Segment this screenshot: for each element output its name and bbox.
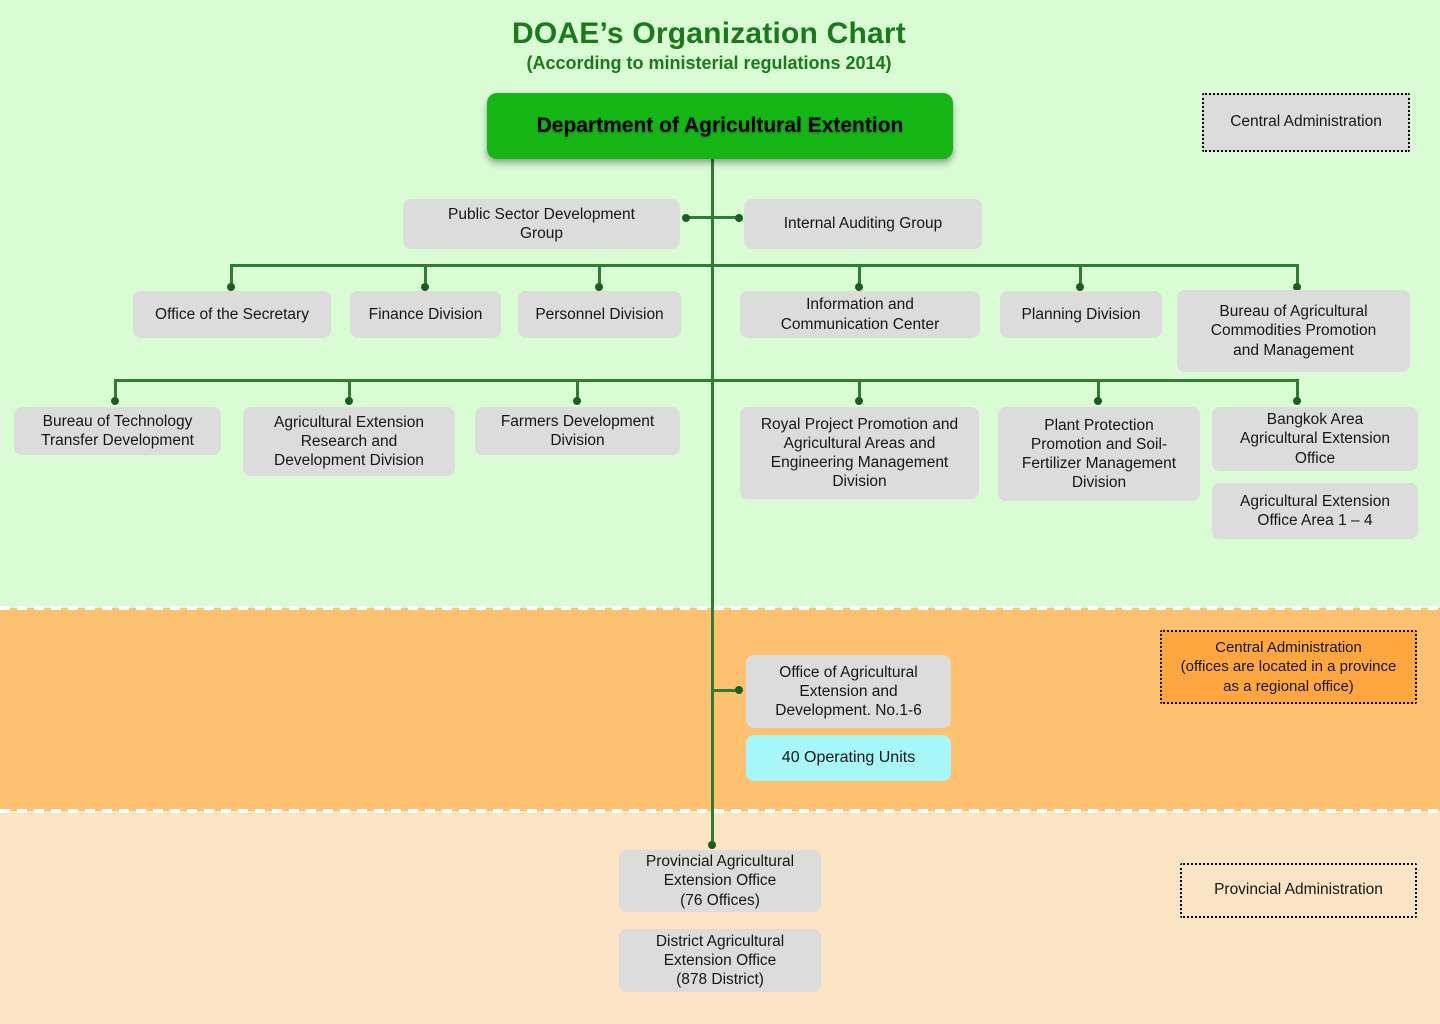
org-node-40-operating-units: 40 Operating Units bbox=[746, 735, 951, 781]
connector-dot bbox=[855, 397, 863, 405]
page-title: DOAE’s Organization Chart bbox=[512, 17, 906, 50]
org-node-farmers-development-division: Farmers Development Division bbox=[475, 407, 680, 455]
connector-dot bbox=[1293, 283, 1301, 291]
org-node-bureau-agricultural-commodities: Bureau of Agricultural Commodities Promo… bbox=[1177, 290, 1410, 372]
org-node-plant-protection-soil-fertilizer: Plant Protection Promotion and Soil- Fer… bbox=[998, 407, 1200, 501]
connector-row2-rail bbox=[114, 379, 1299, 382]
connector-dot bbox=[345, 397, 353, 405]
connector-row2-drop bbox=[1097, 379, 1100, 400]
org-node-bangkok-area-extension-office: Bangkok Area Agricultural Extension Offi… bbox=[1212, 407, 1418, 471]
connector-row1-drop bbox=[424, 264, 427, 286]
connector-dot bbox=[421, 283, 429, 291]
connector-row1-drop bbox=[858, 264, 861, 286]
connector-row2-drop bbox=[348, 379, 351, 400]
connector-dot bbox=[595, 283, 603, 291]
org-node-extension-office-area-1-4: Agricultural Extension Office Area 1 – 4 bbox=[1212, 483, 1418, 539]
connector-row2-drop bbox=[858, 379, 861, 400]
connector-row1-drop bbox=[1296, 264, 1299, 286]
connector-dot bbox=[708, 841, 716, 849]
connector-dot bbox=[573, 397, 581, 405]
connector-row2-drop bbox=[1296, 379, 1299, 400]
connector-regional-stub bbox=[711, 689, 739, 692]
org-node-provincial-extension-office: Provincial Agricultural Extension Office… bbox=[619, 850, 821, 912]
connector-row1-drop bbox=[230, 264, 233, 286]
connector-dot bbox=[1293, 397, 1301, 405]
connector-dot bbox=[735, 214, 743, 222]
connector-staff-row bbox=[686, 216, 740, 219]
connector-row1-drop bbox=[1079, 264, 1082, 286]
connector-row2-drop bbox=[576, 379, 579, 400]
org-node-planning-division: Planning Division bbox=[1000, 291, 1162, 338]
org-node-personnel-division: Personnel Division bbox=[518, 291, 681, 338]
connector-row1-drop bbox=[598, 264, 601, 286]
org-node-internal-auditing-group: Internal Auditing Group bbox=[744, 199, 982, 249]
org-node-finance-division: Finance Division bbox=[350, 291, 501, 338]
org-node-district-extension-office: District Agricultural Extension Office (… bbox=[619, 929, 821, 992]
connector-row1-rail bbox=[230, 264, 1299, 267]
org-node-bureau-technology-transfer: Bureau of Technology Transfer Developmen… bbox=[14, 407, 221, 455]
connector-dot bbox=[111, 397, 119, 405]
org-node-extension-research-development: Agricultural Extension Research and Deve… bbox=[243, 407, 455, 476]
page-subtitle: (According to ministerial regulations 20… bbox=[526, 53, 892, 73]
legend-central-administration-regional: Central Administration (offices are loca… bbox=[1160, 630, 1417, 704]
org-node-public-sector-development-group: Public Sector Development Group bbox=[403, 199, 680, 249]
org-node-department-root: Department of Agricultural Extention bbox=[487, 93, 953, 159]
org-node-office-extension-development-1-6: Office of Agricultural Extension and Dev… bbox=[746, 655, 951, 728]
connector-dot bbox=[682, 214, 690, 222]
legend-provincial-administration: Provincial Administration bbox=[1180, 863, 1417, 918]
legend-central-administration: Central Administration bbox=[1202, 93, 1410, 152]
connector-dot bbox=[227, 283, 235, 291]
connector-dot bbox=[735, 686, 743, 694]
connector-row2-drop bbox=[114, 379, 117, 400]
org-node-office-of-the-secretary: Office of the Secretary bbox=[133, 291, 331, 338]
connector-dot bbox=[1094, 397, 1102, 405]
connector-dot bbox=[855, 283, 863, 291]
org-node-information-communication-center: Information and Communication Center bbox=[740, 291, 980, 338]
connector-main-vertical bbox=[711, 159, 714, 846]
connector-dot bbox=[1076, 283, 1084, 291]
org-node-royal-project-promotion: Royal Project Promotion and Agricultural… bbox=[740, 407, 979, 499]
